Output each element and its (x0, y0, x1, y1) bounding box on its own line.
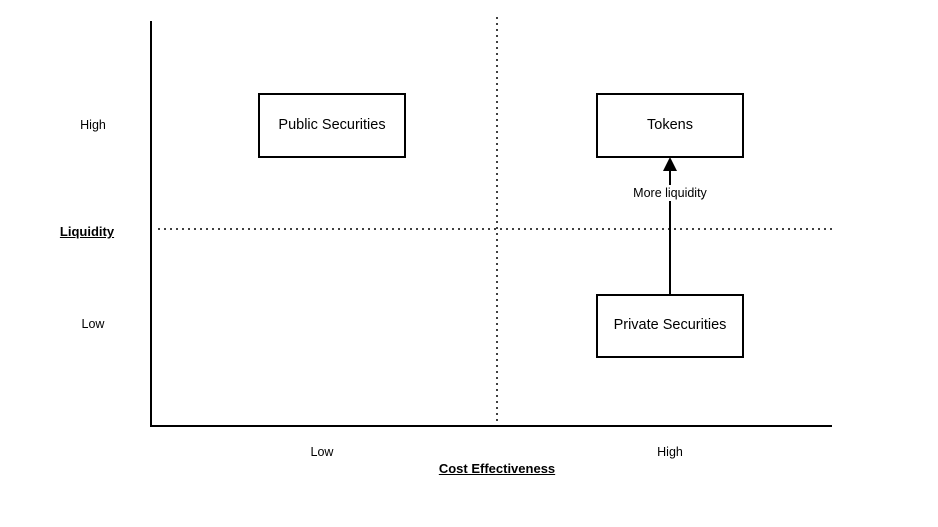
y-axis-title: Liquidity (59, 224, 115, 239)
vertical-divider-dotted-line (496, 15, 498, 426)
y-axis-line (150, 21, 152, 427)
x-axis-tick-low: Low (310, 445, 334, 459)
x-axis-line (150, 425, 832, 427)
horizontal-divider-dotted-line (156, 228, 834, 230)
node-public-securities[interactable]: Public Securities (258, 93, 406, 158)
y-axis-tick-high: High (80, 118, 106, 132)
arrow-shaft (669, 168, 671, 294)
y-axis-tick-low: Low (81, 317, 105, 331)
arrow-head-icon (663, 157, 677, 171)
node-tokens[interactable]: Tokens (596, 93, 744, 158)
x-axis-title: Cost Effectiveness (438, 461, 556, 476)
arrow-label-more-liquidity: More liquidity (570, 185, 770, 201)
node-private-securities[interactable]: Private Securities (596, 294, 744, 358)
x-axis-tick-high: High (657, 445, 683, 459)
